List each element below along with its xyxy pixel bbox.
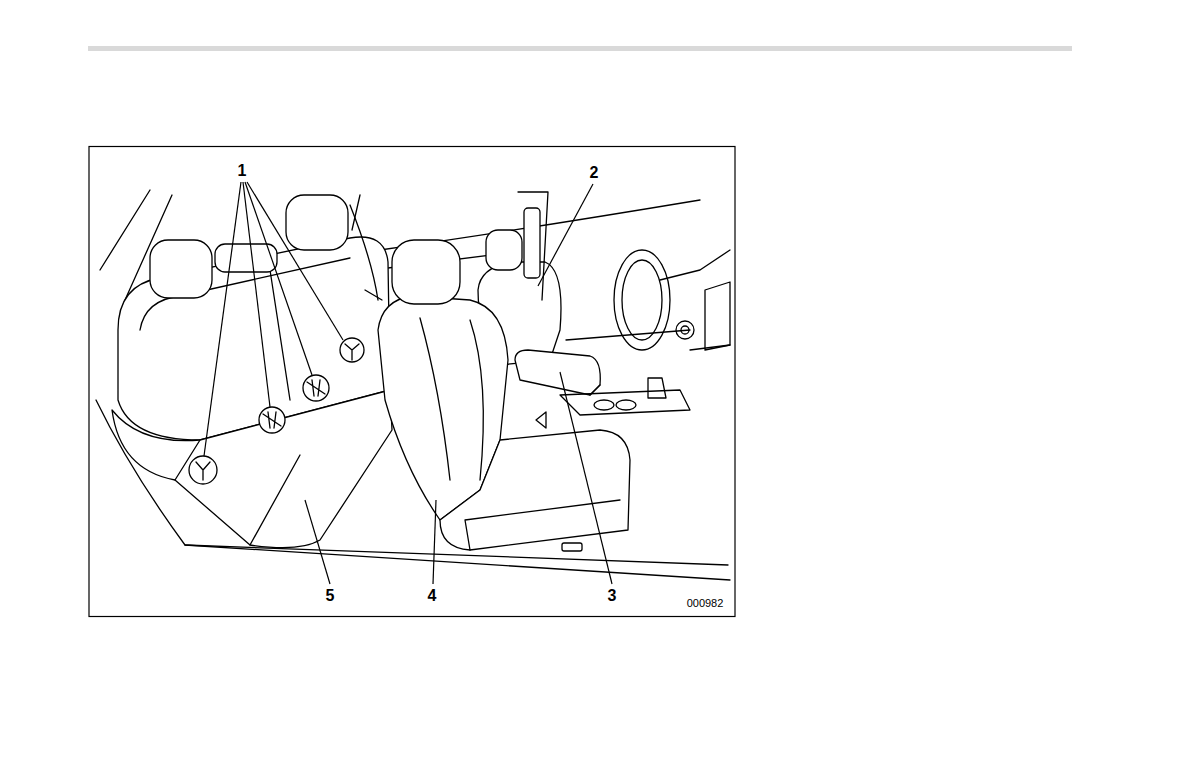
- header-bar: [88, 46, 1072, 51]
- callout-number: 2: [590, 165, 599, 181]
- callout-number: 1: [238, 163, 247, 179]
- callout-number: 5: [326, 588, 335, 604]
- figure-code: 000982: [687, 598, 724, 609]
- callout-number: 4: [428, 588, 437, 604]
- leader-lines: [204, 182, 612, 584]
- callout-number: 3: [608, 588, 617, 604]
- car-interior: [96, 190, 730, 580]
- figure-frame: [89, 147, 735, 617]
